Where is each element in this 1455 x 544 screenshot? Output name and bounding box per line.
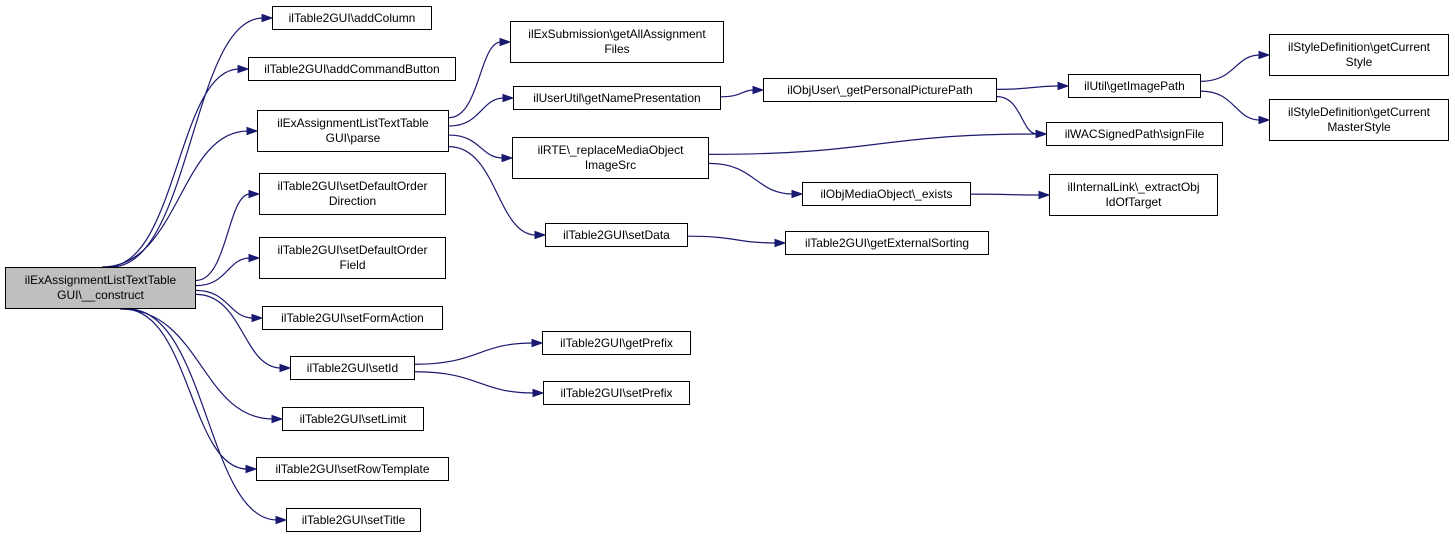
edge-arrowhead-14 [531, 338, 544, 348]
node-set-default-order-field[interactable]: ilTable2GUI\setDefaultOrder Field [259, 237, 446, 279]
node-set-data[interactable]: ilTable2GUI\setData [545, 223, 688, 247]
node-get-personal-picture-path[interactable]: ilObjUser\_getPersonalPicturePath [763, 78, 997, 102]
node-parse[interactable]: ilExAssignmentListTextTable GUI\parse [257, 110, 449, 152]
node-get-external-sorting[interactable]: ilTable2GUI\getExternalSorting [785, 231, 989, 255]
edge-arrowhead-10 [499, 37, 512, 47]
edge-arrowhead-7 [271, 414, 284, 424]
edge-arrowhead-6 [279, 363, 292, 373]
edge-arrowhead-3 [248, 189, 261, 199]
edge-arrowhead-2 [246, 126, 259, 136]
edge-17 [708, 133, 1038, 155]
edge-arrowhead-18 [791, 189, 804, 199]
edge-0 [110, 17, 264, 268]
edge-arrowhead-4 [248, 253, 261, 263]
edge-19 [687, 235, 777, 244]
edge-1 [106, 68, 240, 268]
edge-10 [448, 41, 502, 119]
node-set-limit[interactable]: ilTable2GUI\setLimit [282, 407, 424, 431]
edge-arrowhead-16 [752, 85, 765, 95]
edge-arrowhead-20 [1057, 81, 1070, 91]
edge-23 [1200, 54, 1261, 82]
edge-16 [720, 89, 755, 98]
edge-arrowhead-8 [245, 464, 258, 474]
node-construct: ilExAssignmentListTextTable GUI\__constr… [5, 267, 196, 309]
node-add-column[interactable]: ilTable2GUI\addColumn [272, 6, 432, 30]
node-set-prefix[interactable]: ilTable2GUI\setPrefix [543, 381, 690, 405]
edge-arrowhead-1 [237, 64, 250, 74]
node-get-current-style[interactable]: ilStyleDefinition\getCurrent Style [1269, 34, 1449, 76]
edge-arrowhead-15 [532, 388, 545, 398]
edge-22 [970, 193, 1041, 196]
edge-24 [1200, 90, 1261, 121]
node-set-row-template[interactable]: ilTable2GUI\setRowTemplate [256, 457, 449, 481]
edge-9 [127, 308, 278, 521]
node-get-name-presentation[interactable]: ilUserUtil\getNamePresentation [513, 86, 721, 110]
edge-arrowhead-12 [501, 153, 514, 163]
edge-12 [448, 134, 504, 159]
node-set-title[interactable]: ilTable2GUI\setTitle [286, 508, 421, 532]
edge-arrowhead-24 [1258, 115, 1271, 125]
edge-3 [195, 193, 251, 282]
edge-18 [708, 162, 794, 195]
node-get-current-master-style[interactable]: ilStyleDefinition\getCurrent MasterStyle [1269, 99, 1449, 141]
edge-arrowhead-19 [774, 238, 787, 248]
node-exists[interactable]: ilObjMediaObject\_exists [802, 182, 971, 206]
node-extract-obj-id-of-target[interactable]: ilInternalLink\_extractObj IdOfTarget [1049, 174, 1218, 216]
edge-arrowhead-21 [1035, 129, 1048, 139]
node-set-default-order-direction[interactable]: ilTable2GUI\setDefaultOrder Direction [259, 173, 446, 215]
edge-4 [195, 257, 251, 287]
edge-20 [996, 85, 1060, 90]
edge-arrowhead-22 [1038, 190, 1051, 200]
node-sign-file[interactable]: ilWACSignedPath\signFile [1046, 122, 1223, 146]
edge-21 [996, 96, 1038, 135]
edge-13 [448, 146, 537, 236]
edge-11 [448, 97, 505, 127]
node-set-form-action[interactable]: ilTable2GUI\setFormAction [262, 306, 443, 330]
edge-6 [195, 293, 282, 369]
edge-arrowhead-9 [275, 515, 288, 525]
edge-5 [195, 289, 254, 319]
node-replace-media-object-image-src[interactable]: ilRTE\_replaceMediaObject ImageSrc [512, 137, 709, 179]
edge-8 [123, 308, 248, 470]
edge-arrowhead-13 [534, 230, 547, 240]
edge-arrowhead-23 [1258, 50, 1271, 60]
node-get-prefix[interactable]: ilTable2GUI\getPrefix [542, 331, 691, 355]
edge-arrowhead-5 [251, 313, 264, 323]
edge-arrowhead-0 [261, 13, 274, 23]
node-set-id[interactable]: ilTable2GUI\setId [290, 356, 415, 380]
edge-15 [414, 371, 535, 394]
edge-14 [414, 342, 534, 365]
edge-arrowhead-11 [502, 93, 515, 103]
edge-7 [120, 308, 274, 420]
node-add-command-button[interactable]: ilTable2GUI\addCommandButton [248, 57, 456, 81]
node-get-image-path[interactable]: ilUtil\getImagePath [1068, 74, 1201, 98]
node-get-all-assignment-files[interactable]: ilExSubmission\getAllAssignment Files [510, 21, 724, 63]
edge-2 [102, 130, 249, 268]
